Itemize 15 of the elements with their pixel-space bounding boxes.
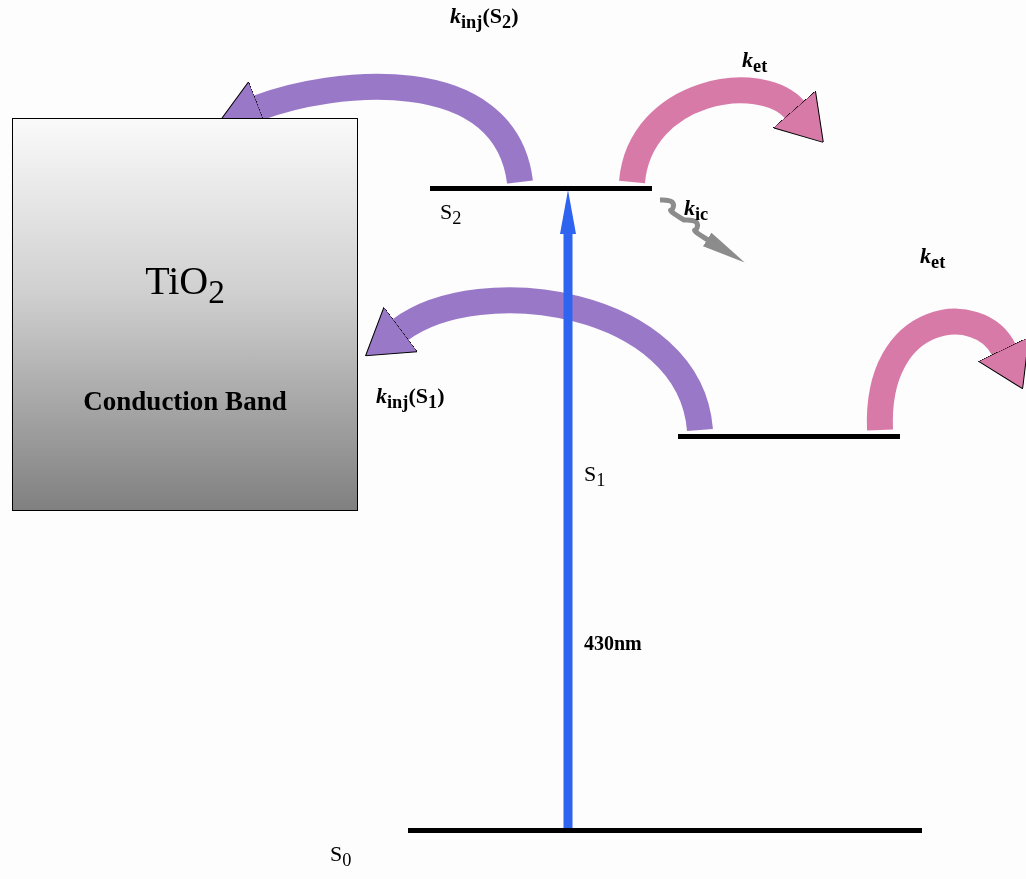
edge-label: k$_{ic}$ [684, 196, 709, 225]
curved-arrow [362, 287, 713, 433]
edge-label: 430nm [584, 632, 642, 654]
edge-label: k$_{inj}$(S$_{1}$) [376, 384, 445, 413]
edge-label: k$_{inj}$(S$_{2}$) [450, 4, 519, 33]
band-label: Conduction Band [82, 387, 288, 417]
conduction-band-box [12, 118, 358, 511]
edge-label: k$_{et}$ [920, 244, 946, 273]
edge-label: k$_{et}$ [742, 48, 768, 77]
level-label: S$_{1}$ [584, 462, 606, 491]
material-label: TiO$_{2}$ [144, 259, 226, 311]
level-label: S$_{0}$ [330, 842, 352, 871]
level-label: S$_{2}$ [440, 200, 462, 229]
excitation-arrow [560, 190, 576, 828]
wavy-arrow [659, 197, 745, 263]
